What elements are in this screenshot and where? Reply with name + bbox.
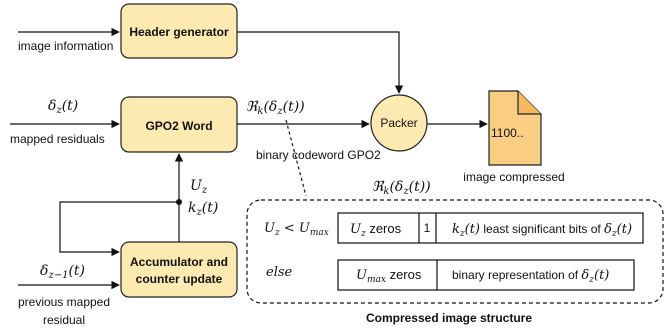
junction-dot [176,199,182,205]
row2-condition: else [266,265,293,280]
delta-zm1-t-label: δz−1(t) [40,263,85,281]
header-generator-label: Header generator [129,25,229,39]
row2-binrep-text: binary representation of δz(t) [452,268,609,285]
packer-block: Packer [370,94,428,152]
accumulator-block: Accumulator and counter update [120,241,238,298]
packer-label: Packer [380,116,417,130]
document-bits-text: 1100.. [491,126,523,140]
image-compressed-label: image compressed [463,170,564,184]
dashed-pointer [285,119,307,197]
row1-uz-zeros: Uz zeros [350,221,402,239]
arrow-feedback-loop [59,201,179,257]
row1-condition: Uz < Umax [264,221,329,238]
row2-fields: Umax zeros binary representation of δz(t… [337,259,635,291]
structure-caption: Compressed image structure [366,311,532,325]
rk-label: ℜk(δz(t)) [246,99,305,117]
structure-rk-label: ℜk(δz(t)) [372,179,431,197]
arrow-header-to-packer [237,31,404,94]
row2-umax-zeros: Umax zeros [356,267,422,285]
compressed-document-icon: 1100.. [488,90,542,166]
kz-t-label: kz(t) [188,200,218,218]
gpo2-word-block: GPO2 Word [120,96,238,153]
accumulator-label-line1: Accumulator and [130,255,228,269]
row1-fields: Uz zeros 1 kz(t) least significant bits … [337,212,644,244]
connectors [10,27,488,290]
binary-codeword-label: binary codeword GPO2 [256,148,381,162]
delta-z-t-label: δz(t) [48,98,78,116]
header-generator-block: Header generator [120,3,238,59]
uz-label: Uz [190,178,208,196]
previous-mapped-label-line2: residual [43,313,85,327]
row1-lsb-text: kz(t) least significant bits of δz(t) [452,222,632,239]
structure-container [246,199,664,304]
image-information-label: image information [18,39,113,53]
accumulator-label-line2: counter update [136,272,223,286]
gpo2-word-label: GPO2 Word [145,119,212,133]
mapped-residuals-label: mapped residuals [10,132,105,146]
row1-one: 1 [424,221,431,235]
previous-mapped-label-line1: previous mapped [18,295,110,309]
